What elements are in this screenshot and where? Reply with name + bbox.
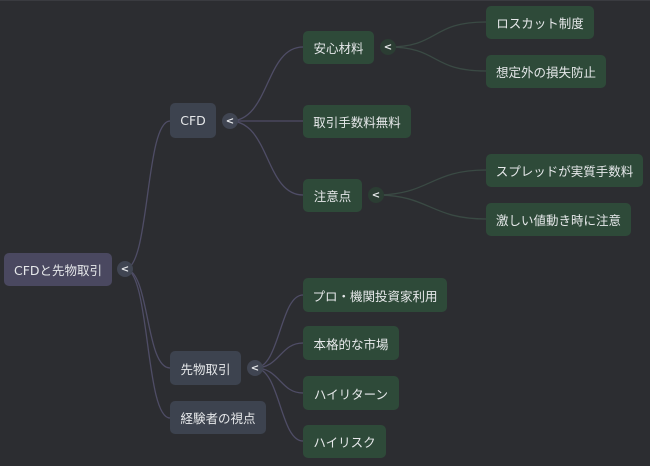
node-label: 本格的な市場 — [313, 336, 389, 352]
root-label: CFDと先物取引 — [13, 263, 103, 278]
edge-futures-return — [254, 367, 304, 394]
collapse-toggle-caution[interactable]: < — [368, 187, 384, 203]
collapse-toggle-futures[interactable]: < — [247, 360, 263, 376]
node-label: ロスカット制度 — [496, 16, 584, 31]
root-node[interactable]: CFDと先物取引 — [4, 253, 112, 286]
edge-caution-volatility — [375, 194, 487, 220]
edge-cfd-anshin — [229, 46, 304, 122]
node-experience[interactable]: 経験者の視点 — [170, 401, 266, 434]
node-label: ハイリターン — [313, 386, 389, 402]
edge-root-cfd — [124, 120, 171, 270]
edge-caution-spread — [375, 169, 487, 196]
collapse-toggle-anshin[interactable]: < — [380, 39, 396, 55]
node-label: 安心材料 — [313, 41, 364, 56]
node-anshin[interactable]: 安心材料 — [303, 31, 374, 64]
node-label: CFD — [180, 113, 206, 128]
node-pro-institutional[interactable]: プロ・機関投資家利用 — [303, 278, 447, 312]
edge-anshin-prevent — [387, 46, 487, 72]
node-label: ハイリスク — [313, 435, 376, 450]
edge-root-futures — [124, 268, 171, 369]
node-label: 取引手数料無料 — [313, 115, 401, 130]
node-spread[interactable]: スプレッドが実質手数料 — [486, 154, 643, 187]
node-high-risk[interactable]: ハイリスク — [303, 425, 386, 458]
edge-root-experience — [124, 268, 171, 419]
node-fee[interactable]: 取引手数料無料 — [303, 105, 411, 138]
node-label: プロ・機関投資家利用 — [312, 288, 438, 304]
edge-anshin-losscut — [387, 21, 487, 48]
node-high-return[interactable]: ハイリターン — [303, 376, 399, 410]
node-label: 激しい値動き時に注意 — [495, 213, 621, 228]
node-cfd[interactable]: CFD — [170, 103, 216, 138]
node-label: 想定外の損失防止 — [495, 65, 596, 80]
edge-cfd-caution — [229, 120, 304, 196]
node-caution[interactable]: 注意点 — [303, 179, 362, 212]
node-label: 先物取引 — [180, 361, 231, 377]
node-label: 経験者の視点 — [180, 411, 256, 426]
node-label: 注意点 — [313, 189, 352, 204]
collapse-toggle-root[interactable]: < — [117, 261, 133, 277]
collapse-toggle-cfd[interactable]: < — [222, 113, 238, 129]
node-label: スプレッドが実質手数料 — [495, 164, 634, 179]
node-real-market[interactable]: 本格的な市場 — [303, 326, 399, 360]
node-futures[interactable]: 先物取引 — [170, 351, 241, 385]
node-loss-prevention[interactable]: 想定外の損失防止 — [486, 55, 606, 88]
node-volatility[interactable]: 激しい値動き時に注意 — [486, 203, 631, 236]
node-losscut[interactable]: ロスカット制度 — [486, 6, 594, 39]
